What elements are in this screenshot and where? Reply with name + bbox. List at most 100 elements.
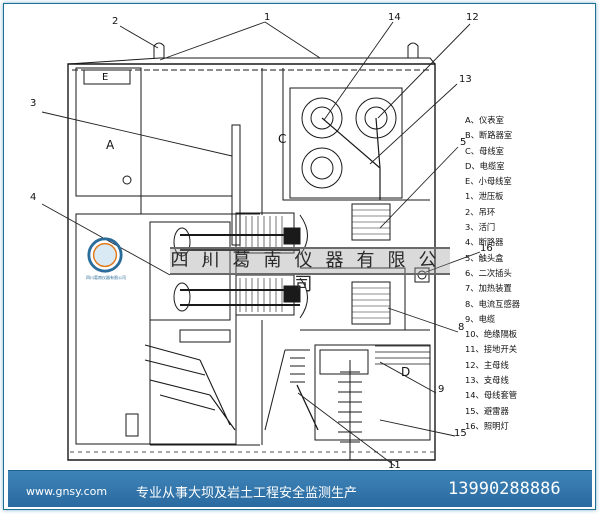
callout-5: 5 [460,137,467,148]
callout-14: 14 [388,12,401,23]
callout-4: 4 [30,192,37,203]
leader-14 [323,21,394,121]
room-label-a: A [106,138,115,152]
leader-1b [264,21,321,59]
legend-item: 4、断路器 [465,237,504,248]
ct-upper-ribs [352,209,390,235]
legend-item: E、小母线室 [465,176,512,187]
legend-item: 8、电流互感器 [465,298,521,309]
company-logo-icon [87,237,123,273]
breaker-room-b [75,213,237,445]
legend-item: 11、接地开关 [465,344,518,355]
leader-16 [425,251,481,273]
room-label-e: E [102,72,109,83]
legend-item: A、仪表室 [465,115,504,125]
callout-13: 13 [459,74,472,85]
leader-8 [387,307,459,333]
current-transformer-lower [351,281,391,325]
leader-5 [379,146,459,229]
upper-divider [140,70,260,215]
footer-url[interactable]: www.gnsy.com [26,485,108,498]
legend-item: 1、泄压板 [465,191,504,202]
leader-15 [379,419,456,437]
lifting-ring-right [407,42,419,58]
main-busbar-3-outer [301,147,343,189]
callout-9: 9 [438,384,445,395]
cable-room-box [319,349,369,375]
leader-2 [119,25,159,49]
breaker-body [149,221,231,321]
main-busbar-1-outer [301,97,343,139]
callout-11: 11 [388,460,401,471]
leader-12 [377,23,471,119]
legend-item: 12、主母线 [465,359,509,370]
legend-item: 13、支母线 [465,375,509,386]
cabinet-outline [67,63,436,461]
leader-1a [159,21,266,61]
legend-item: 16、照明灯 [465,420,509,431]
callout-1: 1 [264,12,271,23]
room-label-d: D [401,365,411,379]
cable-room-d [314,344,431,441]
callout-12: 12 [466,12,479,23]
surge-arrester [338,360,362,460]
logo-subtext: 四川葛南仪器有限公司 [86,275,126,280]
breaker-linkage [144,344,236,431]
legend-item: 3、活门 [465,222,496,233]
upper-terminal [283,227,301,245]
contact-box-ribs [239,216,283,312]
callout-8: 8 [458,322,465,333]
earthing-blade [296,384,319,431]
legend-item: 10、绝缘隔板 [465,329,518,340]
floor-rail [70,451,435,461]
room-label-b: B [203,255,210,266]
leader-lines [41,21,481,467]
leader-9 [379,361,437,394]
breaker-base [179,329,231,343]
instrument-room-divider [76,195,233,214]
legend-item: 6、二次插头 [465,267,512,278]
lighting-lamp [414,267,430,283]
earthing-switch [264,349,310,431]
instrument-room-a [75,67,142,197]
cable-link [300,267,430,331]
room-label-c: C [278,132,287,146]
ct-lower-ribs [352,287,390,319]
legend-item: 5、触头盒 [465,252,504,263]
legend-item: 7、加热装置 [465,283,512,294]
company-watermark: 四川葛南仪器有限公司 [170,247,450,295]
upper-contact-head [173,227,191,257]
insulator-stack [375,345,430,365]
lifting-ring-left [153,42,165,58]
callout-15: 15 [454,428,467,439]
leader-11 [297,392,396,467]
busbar-partition [282,68,430,201]
legend-item: 2、吊环 [465,206,496,217]
upper-terminal-cap [299,214,308,256]
leader-3 [41,111,233,157]
lower-partition [149,320,260,446]
main-busbar-2-inner [364,106,388,130]
callout-2: 2 [112,16,119,27]
footer-phone: 13990288886 [448,479,561,499]
cabinet-top-roof [67,57,436,65]
secondary-plug [125,413,139,437]
lower-terminal-cap [299,277,308,319]
instrument-room-knob [122,175,132,185]
lamp-bulb [417,270,427,280]
legend-item: 9、电缆 [465,313,496,324]
lower-terminal [283,285,301,303]
legend-item: C、母线室 [465,145,504,156]
main-busbar-3-inner [310,156,334,180]
lower-contact-head [173,282,191,312]
legend-item: 14、母线套管 [465,390,518,401]
footer-slogan: 专业从事大坝及岩土工程安全监测生产 [136,486,358,501]
callout-16: 16 [480,243,493,254]
footer-banner: www.gnsy.com 专业从事大坝及岩土工程安全监测生产 139902888… [8,470,592,507]
callout-3: 3 [30,98,37,109]
small-busbar-room-e [83,69,131,85]
main-busbar-2-outer [355,97,397,139]
